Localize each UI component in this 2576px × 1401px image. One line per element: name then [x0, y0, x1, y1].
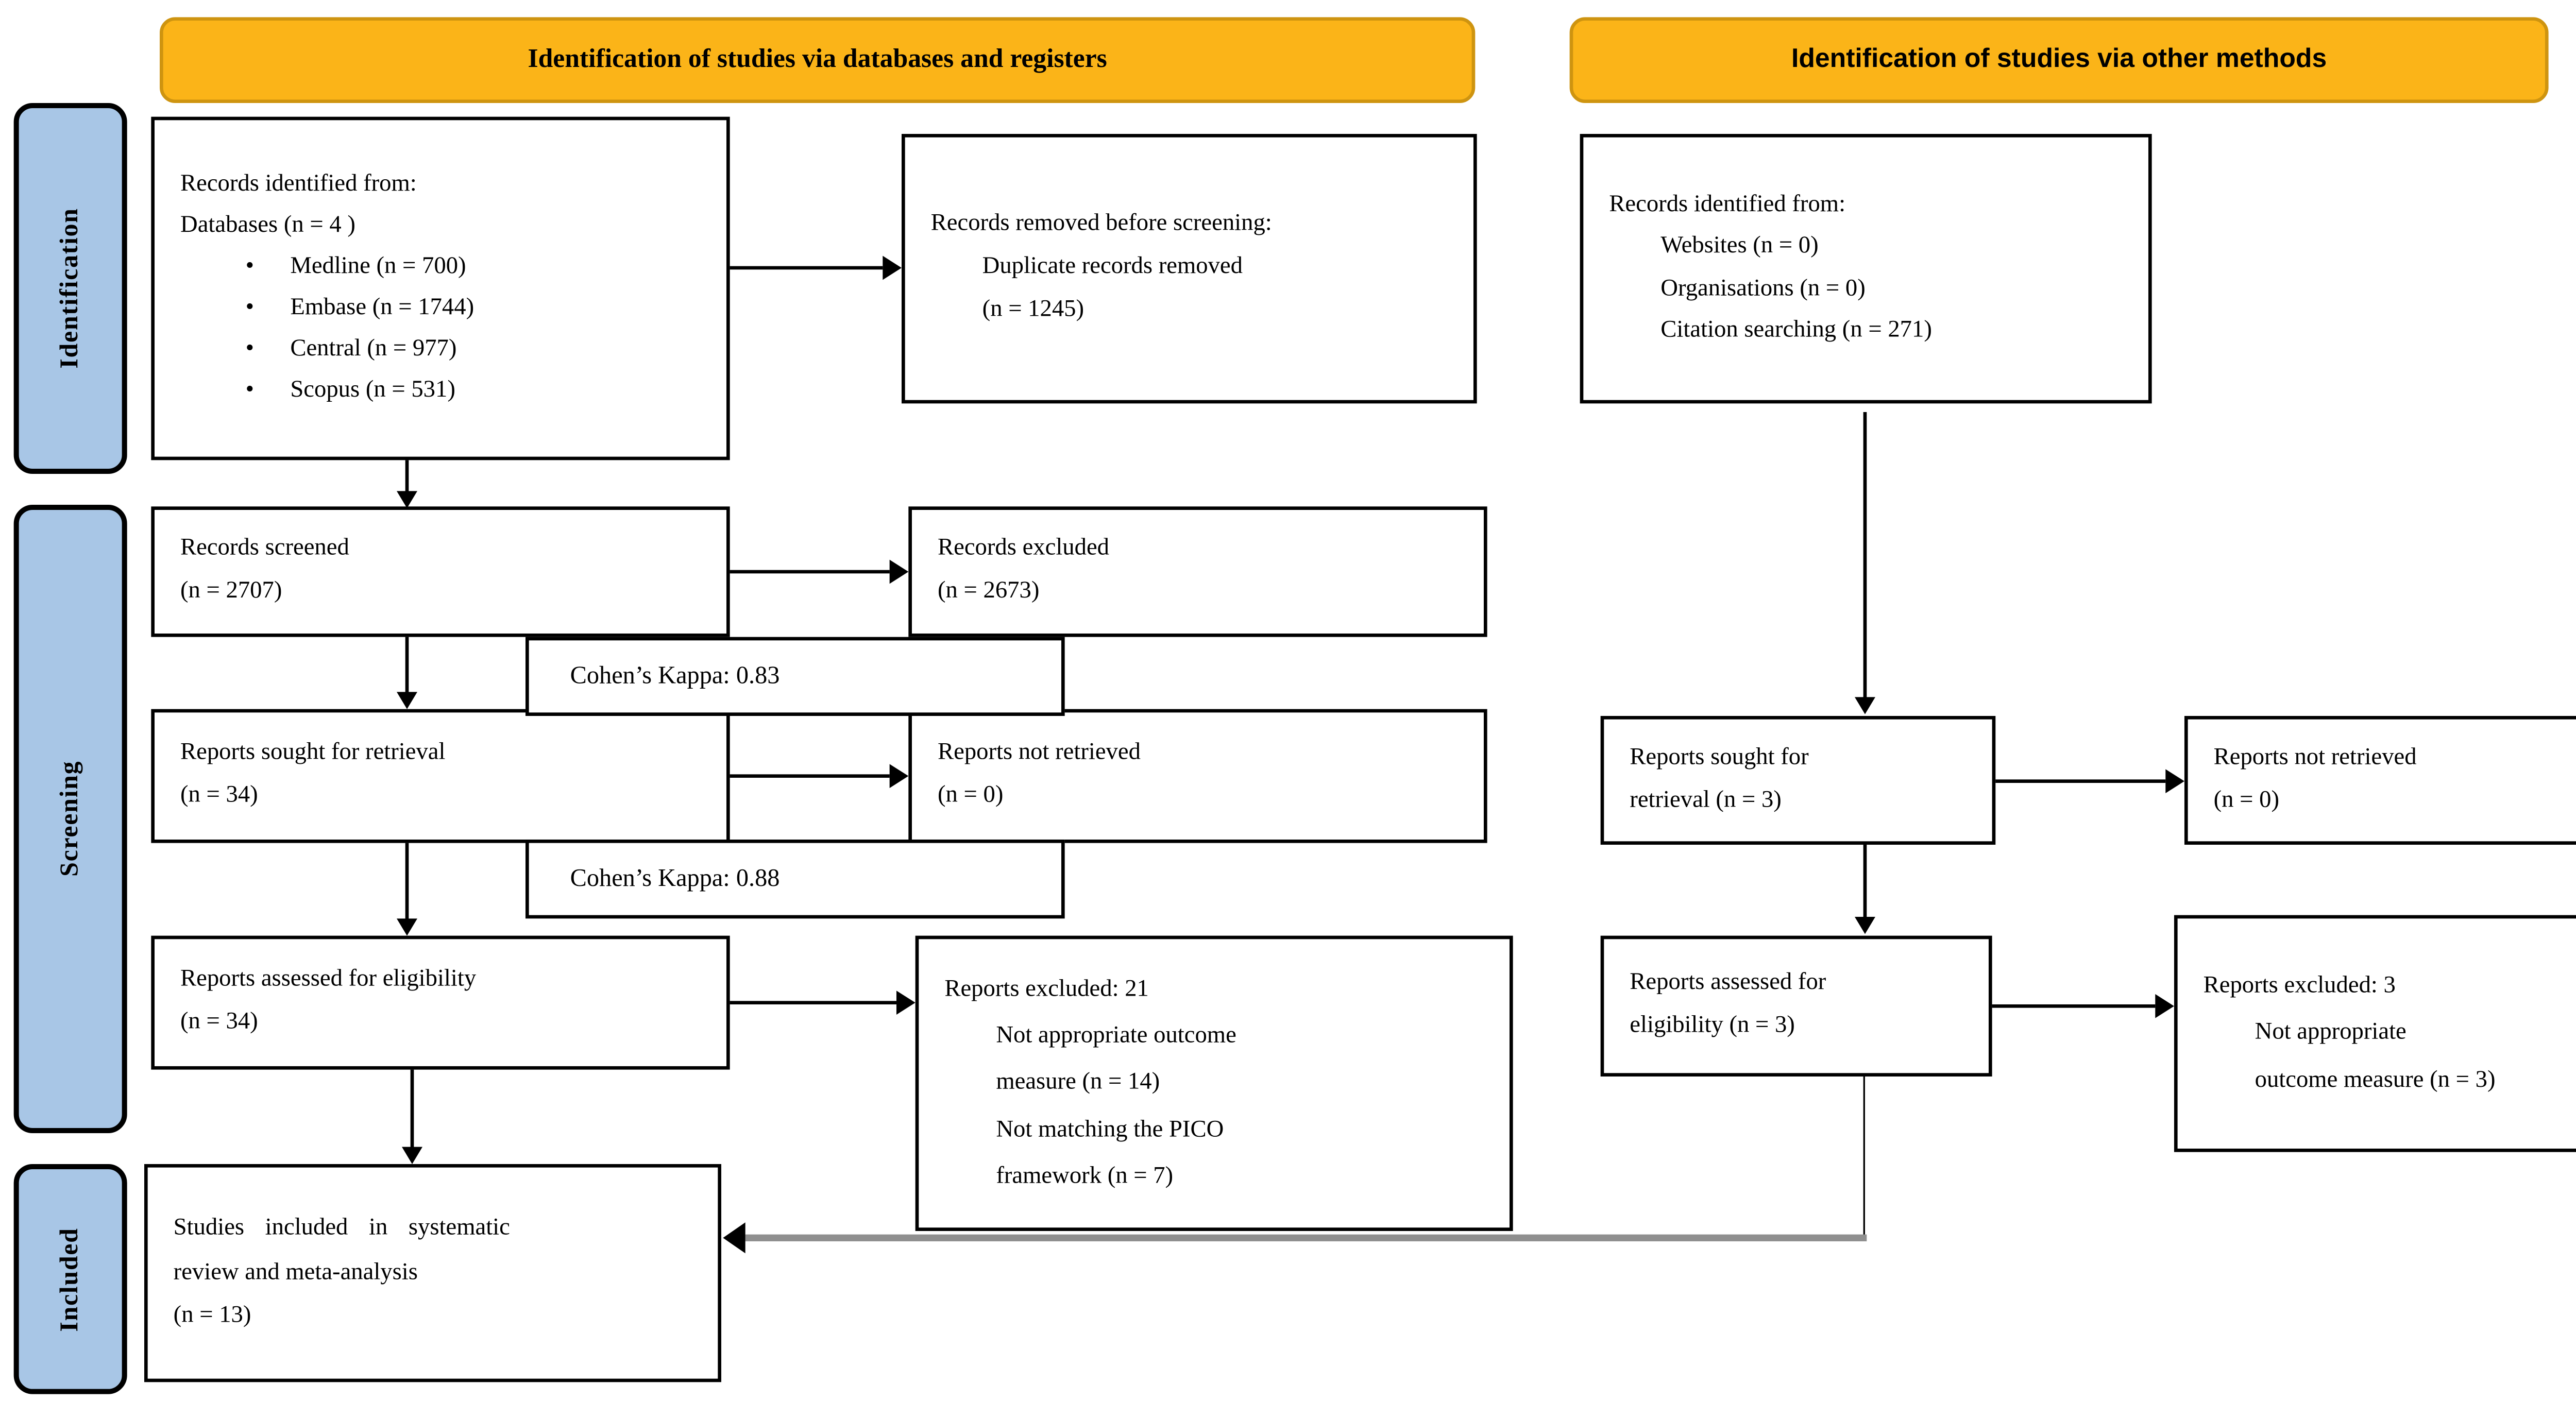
header-other-methods: Identification of studies via other meth… [1569, 17, 2549, 103]
reports-sought-line2: (n = 34) [180, 782, 258, 809]
phase-included-label: Included [56, 1227, 83, 1331]
reports-excluded-21-line4: framework (n = 7) [996, 1164, 1174, 1190]
phase-identification-label: Identification [56, 208, 83, 369]
box-records-identified-databases: Records identified from: Databases (n = … [151, 116, 730, 460]
phase-screening-label: Screening [56, 761, 83, 877]
records-removed-line1: Duplicate records removed [982, 254, 1243, 280]
box-records-excluded: Records excluded (n = 2673) [908, 506, 1487, 637]
header-databases-registers-label: Identification of studies via databases … [528, 44, 1107, 74]
records-removed-title: Records removed before screening: [930, 211, 1272, 237]
arrowhead-down-icon [1854, 697, 1875, 714]
box-reports-sought: Reports sought for retrieval (n = 34) [151, 709, 730, 843]
records-identified-other-line2: Organisations (n = 0) [1660, 275, 1866, 301]
bullet-medline: •Medline (n = 700) [180, 247, 713, 288]
connector-other-to-included [745, 1234, 1867, 1241]
reports-excluded-21-title: Reports excluded: 21 [944, 976, 1149, 1002]
arrowhead-down-icon [396, 692, 417, 709]
records-identified-other-line3: Citation searching (n = 271) [1660, 317, 1932, 343]
box-reports-excluded-3: Reports excluded: 3 Not appropriate outc… [2174, 915, 2576, 1152]
records-screened-line1: Records screened [180, 536, 349, 562]
bullet-icon: • [245, 254, 255, 280]
box-reports-assessed: Reports assessed for eligibility (n = 34… [151, 935, 730, 1070]
records-identified-other-line1: Websites (n = 0) [1660, 234, 1819, 260]
arrow-sought-to-assessed [405, 843, 409, 920]
reports-sought-line1: Reports sought for retrieval [180, 740, 446, 766]
box-reports-sought-other: Reports sought for retrieval (n = 3) [1600, 715, 1996, 845]
phase-screening: Screening [13, 504, 127, 1133]
arrow-assessed-other-to-excluded3 [1992, 1004, 2156, 1008]
box-reports-not-retrieved: Reports not retrieved (n = 0) [908, 709, 1487, 843]
records-excluded-line2: (n = 2673) [937, 578, 1040, 605]
reports-excluded-21-line2: measure (n = 14) [996, 1070, 1160, 1096]
box-cohens-kappa-1: Cohen’s Kappa: 0.83 [525, 637, 1065, 716]
arrow-assessed-to-included [410, 1069, 414, 1149]
reports-assessed-other-line1: Reports assessed for [1630, 970, 1826, 996]
arrowhead-right-icon [2155, 994, 2174, 1018]
arrow-sought-other-to-notretrieved [1995, 779, 2166, 783]
reports-sought-other-line2: retrieval (n = 3) [1630, 787, 1782, 813]
arrowhead-down-icon [1854, 916, 1875, 934]
reports-excluded-3-title: Reports excluded: 3 [2203, 973, 2396, 1000]
arrow-sought-other-to-assessed [1863, 844, 1867, 919]
bullet-central: •Central (n = 977) [180, 330, 713, 371]
arrowhead-right-icon [889, 559, 909, 584]
arrow-assessed-to-excluded21 [730, 1001, 896, 1004]
arrowhead-down-icon [396, 918, 417, 936]
phase-included: Included [13, 1164, 127, 1394]
arrowhead-right-icon [883, 255, 902, 280]
reports-assessed-line2: (n = 34) [180, 1009, 258, 1035]
records-removed-line2: (n = 1245) [982, 297, 1084, 323]
bullet-icon: • [245, 378, 255, 404]
bullet-icon: • [245, 336, 255, 363]
bullet-embase: •Embase (n = 1744) [180, 288, 713, 330]
reports-not-retrieved-other-line1: Reports not retrieved [2213, 744, 2417, 771]
header-other-methods-label: Identification of studies via other meth… [1791, 44, 2327, 74]
records-identified-other-title: Records identified from: [1609, 193, 1846, 219]
studies-included-line1: Studies included in systematic [173, 1215, 510, 1241]
arrow-identified-to-removed [730, 266, 883, 270]
connector-assessed-other-down [1863, 1076, 1865, 1238]
header-databases-registers: Identification of studies via databases … [159, 17, 1476, 103]
arrowhead-right-icon [889, 764, 909, 788]
box-reports-assessed-other: Reports assessed for eligibility (n = 3) [1600, 935, 1992, 1077]
reports-excluded-21-line3: Not matching the PICO [996, 1117, 1224, 1143]
records-screened-line2: (n = 2707) [180, 578, 282, 605]
reports-not-retrieved-other-line2: (n = 0) [2213, 787, 2280, 813]
arrowhead-left-icon [723, 1222, 745, 1254]
studies-included-line2: review and meta-analysis [173, 1259, 418, 1286]
box-reports-excluded-21: Reports excluded: 21 Not appropriate out… [915, 935, 1513, 1231]
cohens-kappa-2-label: Cohen’s Kappa: 0.88 [570, 864, 780, 892]
bullet-icon: • [245, 295, 255, 321]
records-identified-subtitle: Databases (n = 4 ) [180, 212, 355, 238]
reports-excluded-3-line2: outcome measure (n = 3) [2255, 1067, 2496, 1094]
arrow-identified-other-to-sought [1863, 412, 1867, 699]
bullet-scopus: •Scopus (n = 531) [180, 371, 713, 413]
reports-not-retrieved-line2: (n = 0) [937, 782, 1004, 809]
arrowhead-right-icon [896, 990, 916, 1015]
box-records-removed: Records removed before screening: Duplic… [901, 133, 1477, 404]
records-excluded-line1: Records excluded [937, 536, 1110, 562]
reports-excluded-21-line1: Not appropriate outcome [996, 1023, 1236, 1049]
reports-excluded-3-line1: Not appropriate [2255, 1020, 2406, 1047]
box-records-identified-other: Records identified from: Websites (n = 0… [1580, 133, 2152, 404]
studies-included-line3: (n = 13) [173, 1304, 251, 1330]
records-identified-title: Records identified from: [180, 171, 417, 197]
box-cohens-kappa-2: Cohen’s Kappa: 0.88 [525, 839, 1065, 919]
arrow-screened-to-sought [405, 637, 409, 695]
cohens-kappa-1-label: Cohen’s Kappa: 0.83 [570, 661, 780, 690]
arrowhead-down-icon [396, 491, 417, 508]
phase-identification: Identification [13, 102, 127, 474]
arrowhead-right-icon [2165, 769, 2184, 793]
arrow-sought-to-notretrieved [730, 774, 890, 778]
arrow-identified-to-screened [405, 460, 409, 493]
box-reports-not-retrieved-other: Reports not retrieved (n = 0) [2184, 715, 2576, 845]
arrow-screened-to-excluded [730, 570, 890, 574]
arrowhead-down-icon [401, 1147, 422, 1164]
reports-assessed-other-line2: eligibility (n = 3) [1630, 1013, 1795, 1039]
box-studies-included: Studies included in systematic review an… [144, 1164, 721, 1382]
reports-assessed-line1: Reports assessed for eligibility [180, 966, 477, 993]
reports-sought-other-line1: Reports sought for [1630, 744, 1809, 771]
box-records-screened: Records screened (n = 2707) [151, 506, 730, 637]
reports-not-retrieved-line1: Reports not retrieved [937, 740, 1141, 766]
